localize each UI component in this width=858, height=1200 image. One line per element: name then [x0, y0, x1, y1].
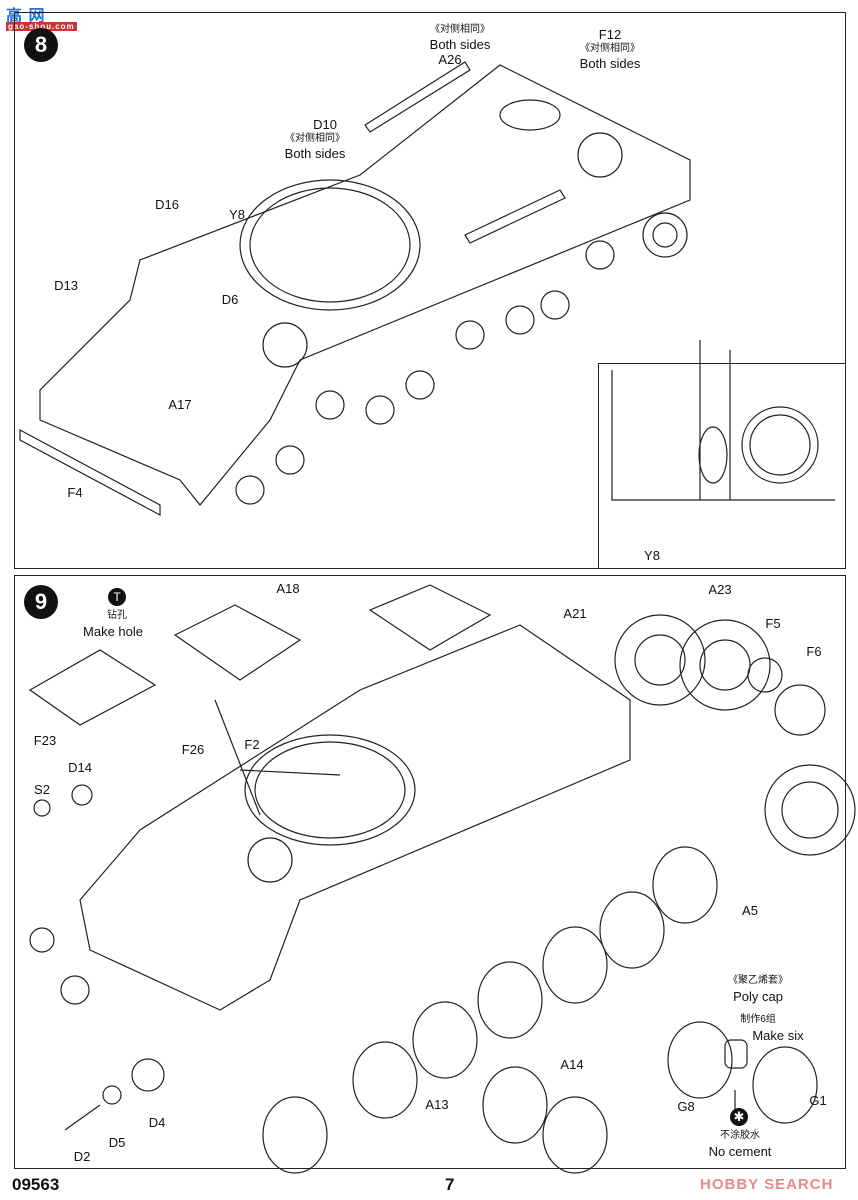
label-f26: F26 — [181, 742, 205, 757]
label-d4: D4 — [148, 1115, 166, 1130]
kit-number: 09563 — [12, 1175, 60, 1194]
label-f4: F4 — [67, 485, 83, 500]
label-no-cement: No cement — [708, 1144, 772, 1159]
label-both-sides-cn: 《对侧相同》 — [285, 133, 345, 144]
turret-ring — [239, 179, 421, 311]
label-g8: G8 — [677, 1099, 695, 1114]
label-a13: A13 — [425, 1097, 449, 1112]
label-poly-cap-cn: 《聚乙烯套》 — [728, 975, 788, 986]
label-d2: D2 — [73, 1149, 91, 1164]
label-no-cement-cn: 不涂胶水 — [720, 1130, 760, 1141]
suspension-arms-step8 — [235, 240, 615, 505]
part-f23-plate — [28, 649, 157, 726]
label-both-sides-cn: 《对侧相同》 — [430, 24, 490, 35]
label-drill-cn: 钻孔 — [107, 610, 127, 621]
step-8-panel — [14, 12, 846, 569]
step-number-8: 8 — [24, 28, 58, 62]
label-d5: D5 — [108, 1135, 126, 1150]
label-make-six: Make six — [752, 1028, 804, 1043]
label-a23: A23 — [708, 582, 732, 597]
hatch-plate — [368, 584, 492, 651]
label-d16: D16 — [155, 197, 179, 212]
label-f6: F6 — [806, 644, 822, 659]
label-a17: A17 — [168, 397, 192, 412]
label-s2: S2 — [34, 782, 50, 797]
label-d6: D6 — [221, 292, 239, 307]
label-both-sides: Both sides — [284, 146, 346, 161]
page-number: 7 — [445, 1175, 455, 1194]
label-a21: A21 — [563, 606, 587, 621]
label-a14: A14 — [560, 1057, 584, 1072]
label-y8: Y8 — [229, 207, 245, 222]
label-g1: G1 — [809, 1093, 827, 1108]
label-d10: D10 — [313, 117, 337, 132]
label-both-sides: Both sides — [429, 37, 491, 52]
step-8-inset — [598, 363, 846, 569]
label-f12: F12 — [598, 27, 622, 42]
label-d13: D13 — [54, 278, 78, 293]
label-inset-y8: Y8 — [644, 548, 660, 563]
label-f5: F5 — [765, 616, 781, 631]
step-9-panel — [14, 575, 846, 1169]
sprockets — [614, 614, 856, 856]
label-a18: A18 — [276, 581, 300, 596]
part-a18-plate — [173, 604, 302, 681]
drill-icon: T — [108, 588, 126, 606]
label-make-hole: Make hole — [83, 624, 143, 639]
step-number-9: 9 — [24, 585, 58, 619]
hull-step8 — [39, 64, 691, 506]
label-a5: A5 — [742, 903, 758, 918]
road-wheels — [262, 846, 818, 1174]
label-poly-cap: Poly cap — [733, 989, 783, 1004]
label-d14: D14 — [68, 760, 92, 775]
site-watermark-url: gao-shou.com — [6, 22, 77, 31]
label-f2: F2 — [244, 737, 260, 752]
label-a26: A26 — [438, 52, 462, 67]
label-both-sides: Both sides — [579, 56, 641, 71]
no-cement-icon: ✱ — [730, 1108, 748, 1126]
label-both-sides-cn: 《对侧相同》 — [580, 43, 640, 54]
label-f23: F23 — [33, 733, 57, 748]
part-f4 — [19, 428, 161, 517]
hull-step9 — [79, 624, 631, 1011]
hobby-search-watermark: HOBBY SEARCH — [700, 1176, 834, 1193]
label-make-six-cn: 制作6组 — [740, 1014, 776, 1025]
